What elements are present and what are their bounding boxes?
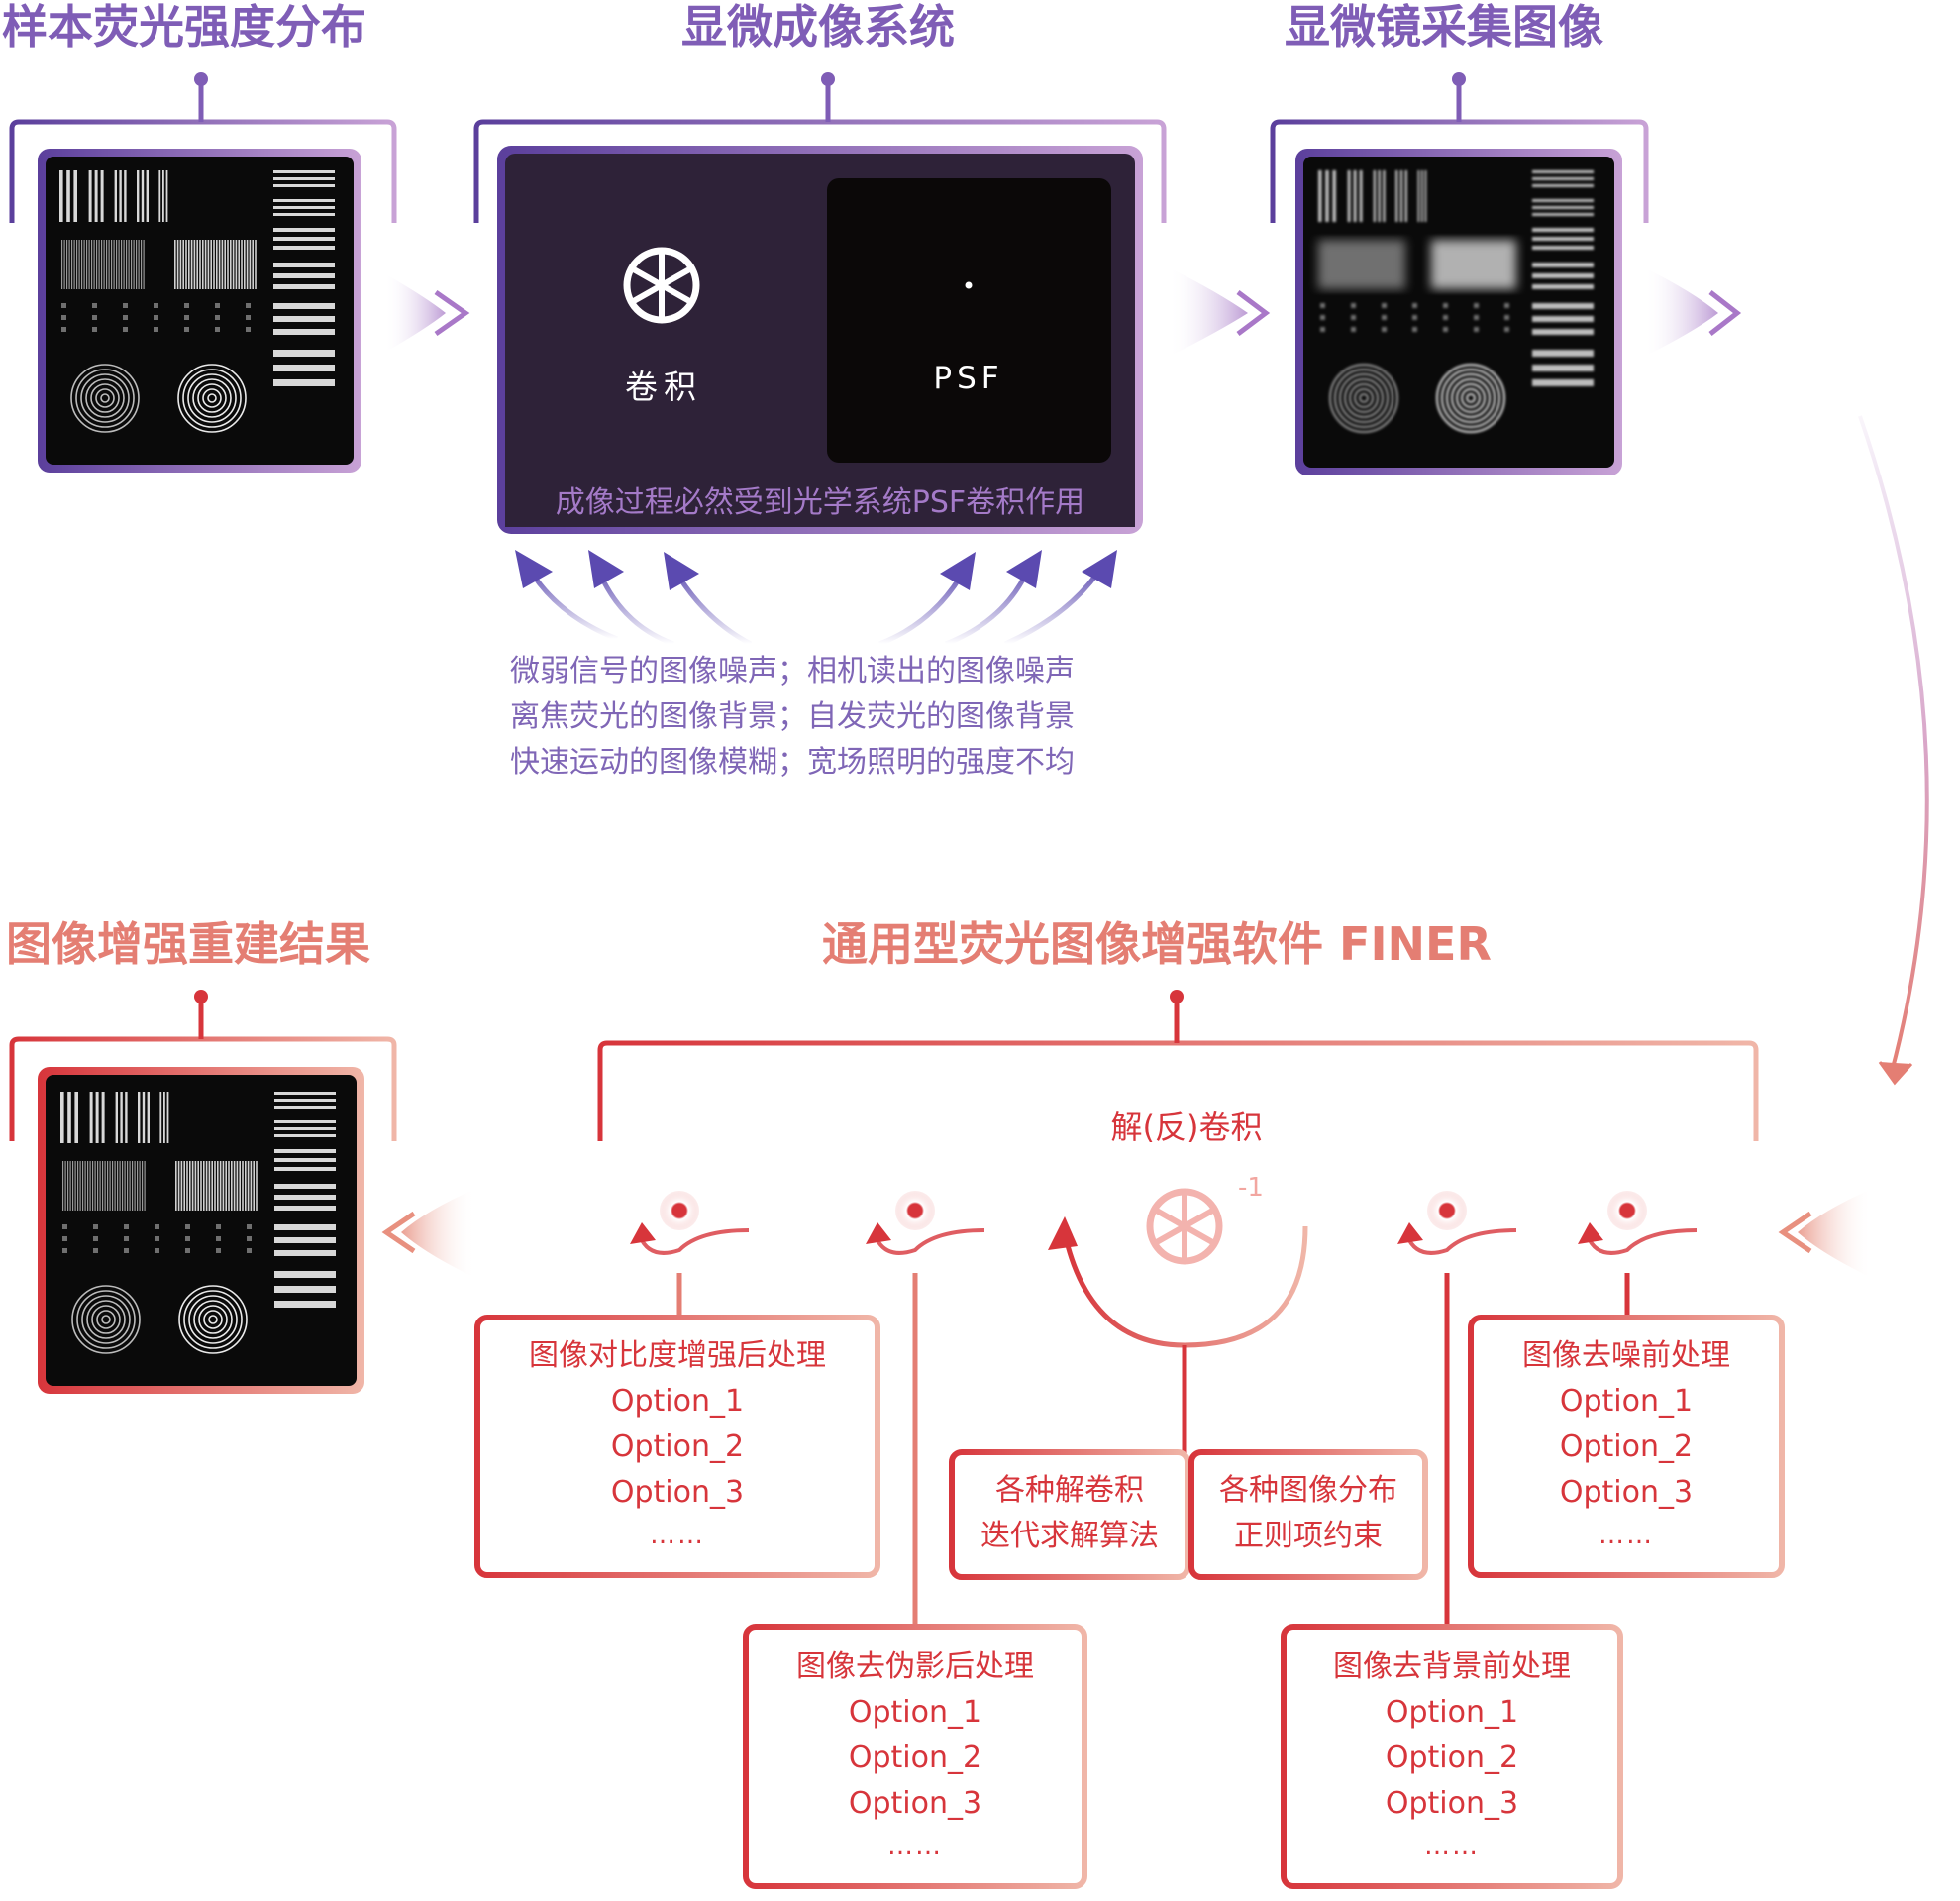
result-title: 图像增强重建结果 [6, 917, 370, 971]
arrow-captured-onward [1644, 267, 1742, 357]
module-title: 图像去伪影后处理 [796, 1649, 1034, 1684]
module-ellipsis: …… [1424, 1832, 1480, 1861]
regularization-line-1: 各种图像分布 [1219, 1473, 1397, 1508]
noise-arrows [515, 550, 1117, 647]
regularization-box-text: 各种图像分布 正则项约束 [1195, 1468, 1421, 1559]
degradation-line: 快速运动的图像模糊；宽场照明的强度不均 [510, 745, 1075, 780]
software-title: 通用型荧光图像增强软件 FINER [822, 917, 1492, 971]
imaging-system-panel [497, 146, 1143, 534]
module-option: Option_1 [610, 1384, 745, 1419]
regularization-line-2: 正则项约束 [1234, 1519, 1383, 1553]
denoise-box-text: 图像去噪前处理 Option_1 Option_2 Option_3 …… [1475, 1333, 1778, 1555]
module-option: Option_3 [1385, 1786, 1519, 1821]
algorithm-line-2: 迭代求解算法 [980, 1519, 1159, 1553]
module-option: Option_2 [1385, 1741, 1519, 1775]
module-title: 图像去噪前处理 [1522, 1338, 1730, 1373]
psf-point [965, 281, 973, 289]
module-option: Option_3 [848, 1786, 982, 1821]
node-connectors [676, 1273, 1630, 1625]
resolution-target [59, 170, 335, 433]
module-ellipsis: …… [650, 1521, 705, 1550]
convolution-label: 卷积 [625, 368, 702, 406]
resolution-target [60, 1092, 336, 1354]
module-ellipsis: …… [887, 1832, 943, 1861]
deconvolution-label: 解(反)卷积 [1110, 1109, 1263, 1146]
arrow-to-result [381, 1189, 475, 1278]
module-option: Option_2 [1559, 1429, 1694, 1464]
module-option: Option_3 [1559, 1475, 1694, 1510]
resolution-target [1318, 170, 1594, 434]
flow-arc-to-software [1858, 415, 1929, 1086]
module-option: Option_2 [610, 1429, 745, 1464]
degradation-line: 微弱信号的图像噪声；相机读出的图像噪声 [510, 654, 1075, 688]
box-algorithm [949, 1449, 1190, 1580]
module-option: Option_2 [848, 1741, 982, 1775]
module-title: 图像去背景前处理 [1333, 1649, 1571, 1684]
background-box-text: 图像去背景前处理 Option_1 Option_2 Option_3 …… [1288, 1644, 1616, 1866]
arrow-sample-to-system [384, 273, 470, 353]
system-bracket [473, 72, 1167, 223]
deconvolution-icon [1146, 1188, 1223, 1265]
module-option: Option_1 [848, 1695, 982, 1730]
degradation-line: 离焦荧光的图像背景；自发荧光的图像背景 [510, 699, 1075, 734]
arrow-system-to-captured [1169, 267, 1271, 357]
inverse-superscript: -1 [1238, 1173, 1264, 1203]
box-denoise [1468, 1315, 1785, 1578]
software-bracket [597, 990, 1759, 1141]
psf-panel [827, 178, 1111, 463]
module-ellipsis: …… [1599, 1521, 1654, 1550]
captured-title: 显微镜采集图像 [1285, 0, 1603, 53]
captured-bracket [1270, 72, 1649, 223]
contrast-box-text: 图像对比度增强后处理 Option_1 Option_2 Option_3 …… [481, 1333, 874, 1555]
algorithm-line-1: 各种解卷积 [995, 1473, 1144, 1508]
module-title: 图像对比度增强后处理 [529, 1338, 826, 1373]
box-regularization [1188, 1449, 1428, 1580]
module-option: Option_1 [1385, 1695, 1519, 1730]
psf-label: PSF [933, 361, 1004, 396]
pipeline-node [630, 1191, 750, 1255]
artifact-box-text: 图像去伪影后处理 Option_1 Option_2 Option_3 …… [750, 1644, 1081, 1866]
sample-title: 样本荧光强度分布 [2, 0, 366, 53]
box-background [1281, 1624, 1623, 1889]
module-option: Option_1 [1559, 1384, 1694, 1419]
result-image [38, 1067, 364, 1394]
arrow-into-software [1778, 1189, 1872, 1278]
pipeline-node [1397, 1191, 1517, 1255]
convolution-icon [623, 247, 700, 324]
system-title: 显微成像系统 [681, 0, 955, 53]
sample-image [38, 149, 361, 473]
captured-image [1295, 149, 1622, 475]
module-option: Option_3 [610, 1475, 745, 1510]
iteration-loop-arrow [1048, 1216, 1308, 1454]
box-artifact [743, 1624, 1087, 1889]
sample-bracket [9, 72, 397, 223]
algorithm-box-text: 各种解卷积 迭代求解算法 [956, 1468, 1184, 1559]
box-contrast [474, 1315, 880, 1578]
pipeline-node [1578, 1191, 1698, 1255]
pipeline-node [866, 1191, 985, 1255]
system-caption: 成像过程必然受到光学系统PSF卷积作用 [555, 485, 1085, 520]
result-bracket [9, 990, 397, 1141]
